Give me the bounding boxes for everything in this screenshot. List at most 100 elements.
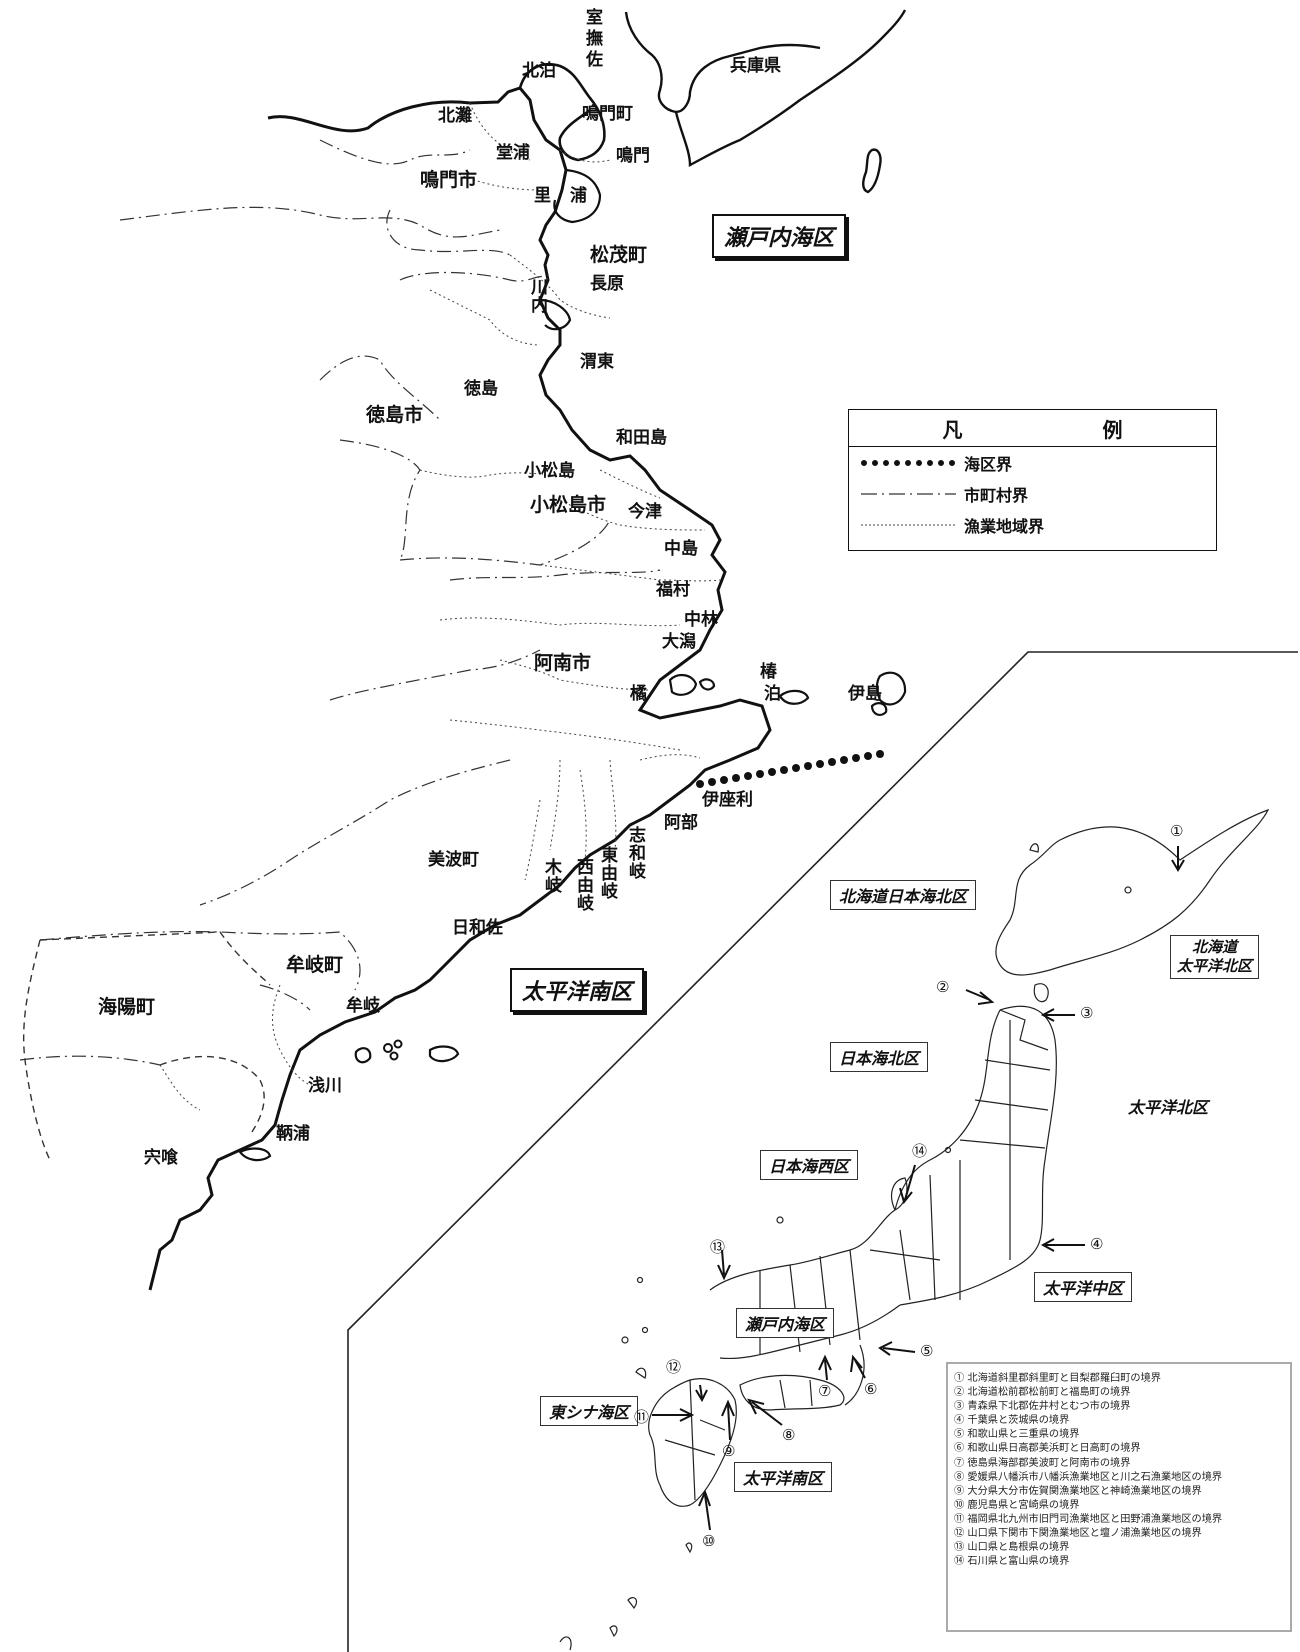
label-mugi-ura: 鞆浦 <box>276 1124 310 1144</box>
zone-taiheiyo-naka: 太平洋中区 <box>1034 1272 1133 1302</box>
marker-7: ⑦ <box>818 1382 832 1400</box>
note-11: ⑪ 福岡県北九州市旧門司漁業地区と田野浦漁業地区の境界 <box>954 1513 1223 1525</box>
municipal-boundaries <box>19 139 661 1066</box>
marker-10: ⑩ <box>702 1532 716 1550</box>
legend-symbol-dash-dot <box>861 492 956 495</box>
note-12: ⑫ 山口県下関市下関漁業地区と壇ノ浦漁業地区の境界 <box>954 1528 1202 1540</box>
label-muro: 室 <box>586 8 603 28</box>
note-5: ⑤ 和歌山県と三重県の境界 <box>954 1429 1080 1441</box>
label-tokushima: 徳島 <box>464 379 498 399</box>
note-9: ⑨ 大分県大分市佐賀関漁業地区と神崎漁業地区の境界 <box>954 1485 1202 1497</box>
marker-14: ⑭ <box>912 1142 928 1160</box>
legend-symbol-fine-dotted <box>861 524 956 525</box>
legend-row-municipal-boundary: 市町村界 <box>849 478 1216 509</box>
fishery-boundaries <box>159 102 721 1111</box>
label-minami-cho: 美波町 <box>428 850 479 870</box>
zone-hokkaido-taiheiyo-kita-line2: 太平洋北区 <box>1177 956 1253 975</box>
label-hiwasa: 日和佐 <box>452 918 503 938</box>
note-2: ② 北海道松前郡松前町と福島町の境界 <box>954 1387 1131 1399</box>
note-13: ⑬ 山口県と島根県の境界 <box>954 1542 1070 1554</box>
label-shishikui: 宍喰 <box>144 1148 178 1168</box>
note-10: ⑩ 鹿児島県と宮崎県の境界 <box>954 1499 1080 1511</box>
label-nakabayashi: 中林 <box>684 610 718 630</box>
note-1: ① 北海道斜里郡斜里町と目梨郡羅臼町の境界 <box>954 1373 1161 1384</box>
marker-8: ⑧ <box>782 1426 796 1444</box>
zone-nihonkai-nishi: 日本海西区 <box>760 1150 859 1180</box>
label-komatsushima-shi: 小松島市 <box>530 494 607 516</box>
marker-9: ⑨ <box>722 1442 736 1460</box>
label-kigi: 木岐 <box>541 858 561 894</box>
legend-row-sea-boundary: 海区界 <box>849 447 1216 478</box>
zone-higashi-shinakai: 東シナ海区 <box>540 1396 639 1426</box>
label-nagahara: 長原 <box>590 274 624 294</box>
legend-row-fishery-boundary: 漁業地域界 <box>849 509 1216 540</box>
zone-taiheiyo-kita: 太平洋北区 <box>1128 1098 1209 1117</box>
zone-nihonkai-kita: 日本海北区 <box>830 1042 929 1072</box>
label-anan-shi: 阿南市 <box>534 652 592 674</box>
inset-arrows <box>652 846 1185 1531</box>
inset-divider <box>347 651 1298 1652</box>
japan-outline <box>559 808 1270 1651</box>
label-tachibana: 橘 <box>630 684 647 704</box>
label-shiwagi: 志和岐 <box>625 826 645 880</box>
note-14: ⑭ 石川県と富山県の境界 <box>954 1556 1070 1568</box>
label-ura: 浦 <box>570 186 587 206</box>
marker-5: ⑤ <box>920 1342 934 1360</box>
legend-label-sea-boundary: 海区界 <box>964 454 1013 474</box>
note-3: ③ 青森県下北郡佐井村とむつ市の境界 <box>954 1401 1131 1413</box>
note-7: ⑦ 徳島県海部郡美波町と阿南市の境界 <box>954 1457 1131 1469</box>
legend-symbol-dotted-bold <box>861 459 956 466</box>
label-kaiyo-cho: 海陽町 <box>98 996 156 1018</box>
label-mugi-cho: 牟岐町 <box>286 954 344 976</box>
label-tsubaki-2: 泊 <box>764 684 781 704</box>
marker-4: ④ <box>1090 1235 1104 1253</box>
marker-11: ⑪ <box>634 1408 650 1426</box>
legend-label-municipal-boundary: 市町村界 <box>964 485 1029 505</box>
note-4: ④ 千葉県と茨城県の境界 <box>954 1415 1070 1427</box>
legend-label-fishery-boundary: 漁業地域界 <box>964 516 1045 536</box>
boundary-notes: ① 北海道斜里郡斜里町と目梨郡羅臼町の境界 ② 北海道松前郡松前町と福島町の境界… <box>946 1362 1292 1632</box>
hyogo-coastline <box>624 11 821 114</box>
label-tokushima-shi: 徳島市 <box>366 404 424 426</box>
marker-1: ① <box>1170 822 1184 840</box>
label-dounoura: 堂浦 <box>496 143 530 163</box>
marker-2: ② <box>936 978 950 996</box>
zone-hokkaido-taiheiyo-kita-line1: 北海道 <box>1192 938 1238 956</box>
label-mugi: 牟岐 <box>346 996 380 1016</box>
label-imazu: 今津 <box>628 502 662 522</box>
label-hyogo: 兵庫県 <box>730 56 781 76</box>
label-komatsushima: 小松島 <box>524 461 575 481</box>
label-nakajima: 中島 <box>664 539 698 559</box>
marker-6: ⑥ <box>864 1380 878 1398</box>
marker-13: ⑬ <box>710 1238 726 1256</box>
label-ishima: 伊島 <box>848 684 882 704</box>
label-kitadomari: 北泊 <box>522 61 556 81</box>
label-bu: 撫 <box>586 29 603 49</box>
zone-hokkaido-taiheiyo-kita: 北海道 太平洋北区 <box>1170 935 1260 979</box>
label-sa: 佐 <box>586 50 603 70</box>
zone-setonaikai-small: 瀬戸内海区 <box>736 1308 835 1338</box>
zone-taiheiyo-minami-small: 太平洋南区 <box>734 1462 833 1492</box>
label-asakawa: 浅川 <box>308 1076 342 1096</box>
label-sato: 里 <box>534 186 551 206</box>
label-wadajima: 和田島 <box>616 428 667 448</box>
zone-taiheiyo-minami: 太平洋南区 <box>510 968 645 1012</box>
legend-title: 凡 例 <box>849 410 1216 447</box>
sea-area-boundary <box>696 750 884 788</box>
label-kawauchi: 川内 <box>527 278 547 314</box>
label-izari: 伊座利 <box>702 790 753 810</box>
label-tsubaki-1: 椿 <box>760 662 777 682</box>
label-abu: 阿部 <box>664 813 698 833</box>
label-nishi-yuki: 西由岐 <box>573 858 593 912</box>
zone-hokkaido-nihonkai-kita: 北海道日本海北区 <box>830 880 977 910</box>
note-8: ⑧ 愛媛県八幡浜市八幡浜漁業地区と川之石漁業地区の境界 <box>954 1471 1223 1483</box>
label-higashi-yuki: 東由岐 <box>597 846 617 900</box>
label-naruto-shi: 鳴門市 <box>420 169 478 191</box>
label-naruto: 鳴門 <box>616 146 650 166</box>
label-matsushige: 松茂町 <box>590 244 648 266</box>
marker-12: ⑫ <box>666 1358 682 1376</box>
label-ogata: 大潟 <box>662 632 696 652</box>
zone-setonaikai: 瀬戸内海区 <box>712 214 847 258</box>
label-kitanada: 北灘 <box>438 106 472 126</box>
label-naruto-cho: 鳴門町 <box>582 104 633 124</box>
